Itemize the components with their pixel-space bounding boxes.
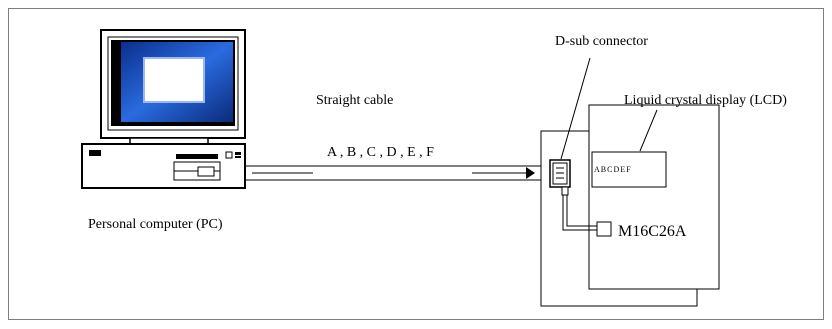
dsub-connector [549, 159, 571, 196]
lcd-label: Liquid crystal display (LCD) [624, 93, 787, 108]
signal-lines-label: A , B , C , D , E , F [327, 145, 434, 160]
mcu-label: M16C26A [618, 223, 687, 240]
cable-label: Straight cable [316, 93, 393, 108]
target-board: ABCDEF Liquid crystal display (LCD) D-su… [540, 34, 787, 307]
diagram-frame [8, 8, 824, 320]
lcd-display [591, 151, 667, 188]
dsub-label: D-sub connector [555, 34, 648, 49]
lcd-text: ABCDEF [594, 165, 632, 174]
cable-arrow-head [526, 167, 535, 179]
board-wire [562, 195, 597, 231]
pc-label: Personal computer (PC) [88, 217, 223, 232]
mcu-chip [596, 221, 612, 237]
board-front [588, 104, 720, 290]
pc-system-unit [81, 143, 246, 189]
pc-monitor [100, 29, 246, 145]
dsub-pointer [560, 57, 591, 160]
pc-computer [81, 29, 246, 189]
lcd-pointer [639, 109, 658, 152]
straight-cable [245, 165, 549, 181]
